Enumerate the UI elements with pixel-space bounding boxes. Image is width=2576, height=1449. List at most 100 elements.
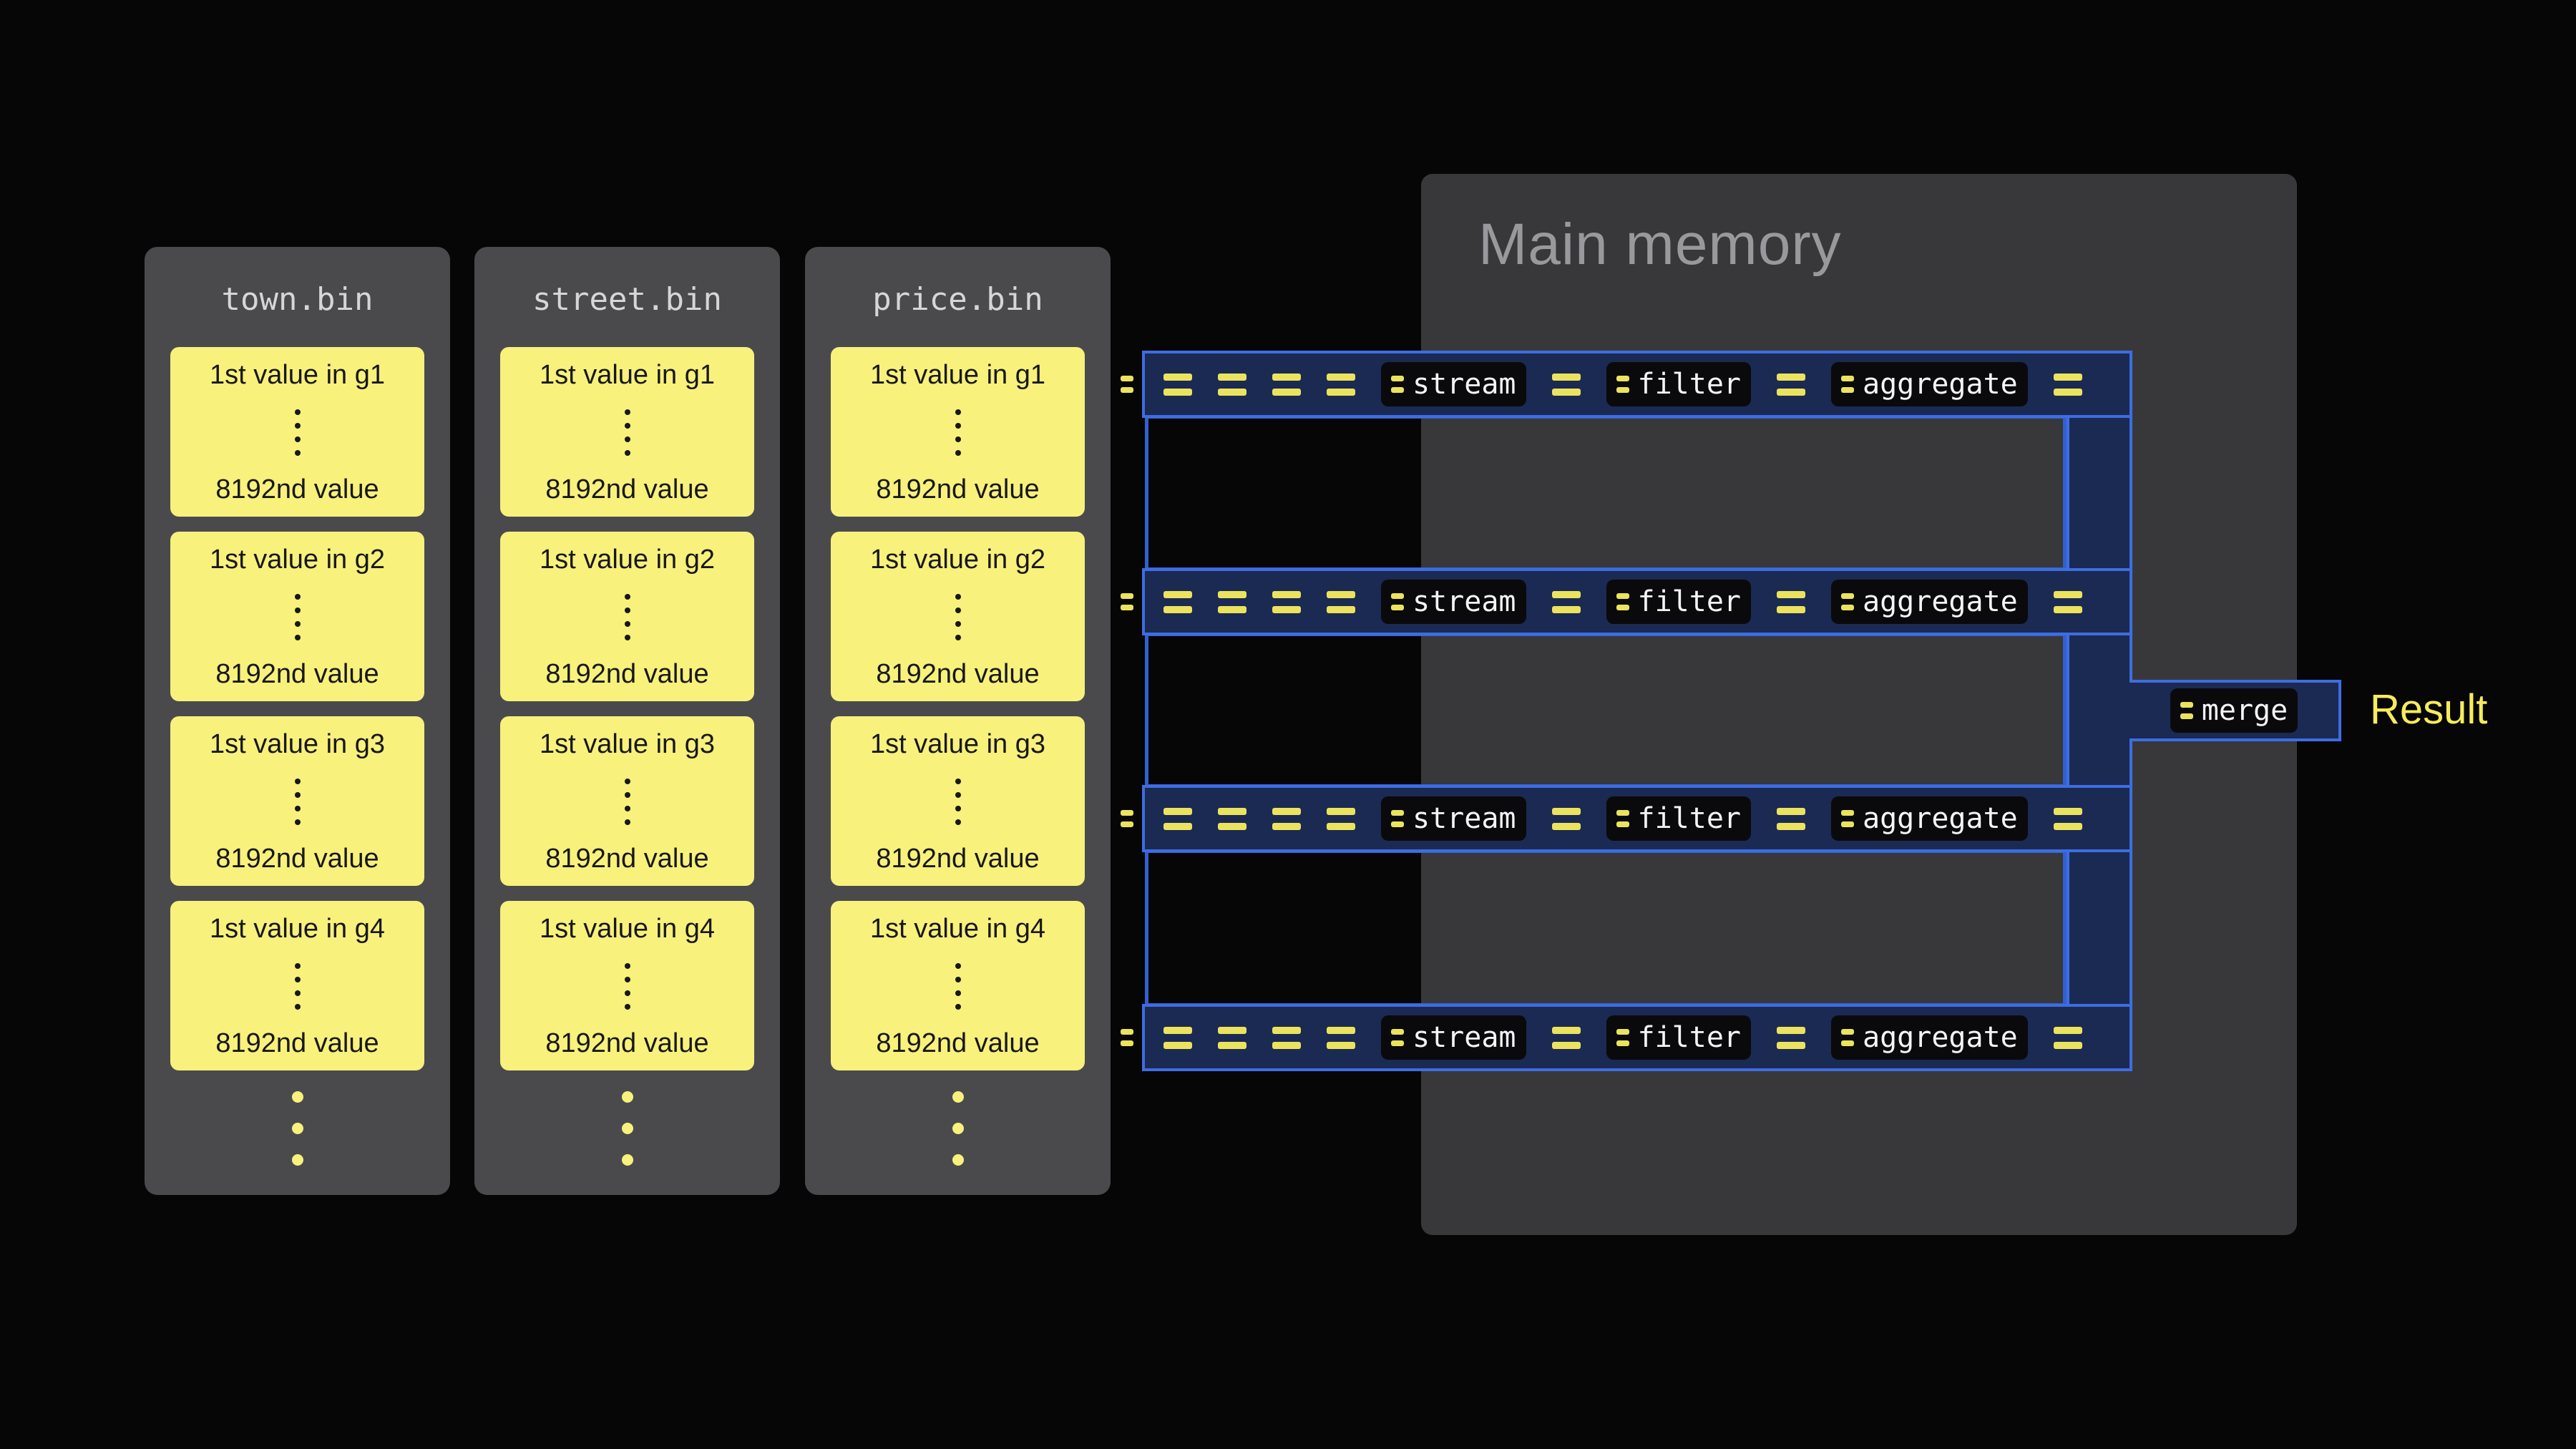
chunk-dash-icon [1327, 590, 1355, 613]
chunk-dash-icon [1121, 376, 1133, 393]
file-name: street.bin [532, 281, 722, 318]
chunk-dash-icon [1551, 590, 1581, 613]
group-first-value: 1st value in g1 [539, 360, 716, 390]
chunk-dash-icon [1272, 373, 1301, 396]
chunk-dash-icon [1551, 373, 1581, 396]
chunk-dash-icon [1121, 810, 1133, 827]
vertical-ellipsis-icon [624, 409, 630, 456]
chunk-dash-icon [2053, 590, 2082, 613]
group-box: 1st value in g4 8192nd value [500, 901, 754, 1070]
chunk-dash-icon [1218, 373, 1246, 396]
vertical-ellipsis-icon [955, 594, 961, 640]
group-list: 1st value in g1 8192nd value 1st value i… [500, 347, 754, 1070]
pipeline-lane-3: stream filter aggregate [1121, 785, 2132, 852]
group-last-value: 8192nd value [545, 844, 709, 874]
aggregate-stage-badge: aggregate [1831, 362, 2028, 406]
chunk-dash-icon [1841, 593, 1854, 610]
stage-label: aggregate [1863, 368, 2018, 401]
group-list: 1st value in g1 8192nd value 1st value i… [170, 347, 424, 1070]
stream-stage-badge: stream [1381, 796, 1526, 841]
group-box: 1st value in g1 8192nd value [500, 347, 754, 517]
chunk-dash-icon [1163, 1026, 1192, 1049]
group-box: 1st value in g1 8192nd value [831, 347, 1085, 517]
chunk-dash-icon [1391, 376, 1404, 393]
stage-label: aggregate [1863, 585, 2018, 618]
group-box: 1st value in g3 8192nd value [170, 716, 424, 886]
merge-connector: merge [2129, 680, 2341, 741]
vertical-ellipsis-icon [294, 779, 301, 825]
filter-stage-badge: filter [1606, 796, 1751, 841]
buffer-outline [1145, 415, 2067, 571]
aggregate-stage-badge: aggregate [1831, 580, 2028, 624]
chunk-dash-icon [1391, 1029, 1404, 1046]
group-box: 1st value in g3 8192nd value [831, 716, 1085, 886]
vertical-ellipsis-icon [955, 779, 961, 825]
group-last-value: 8192nd value [545, 474, 709, 504]
chunk-dash-icon [1616, 810, 1629, 827]
group-box: 1st value in g2 8192nd value [500, 532, 754, 701]
vertical-ellipsis-icon [624, 963, 630, 1010]
chunk-dash-icon [1327, 807, 1355, 830]
chunk-dash-icon [2053, 373, 2082, 396]
group-last-value: 8192nd value [545, 659, 709, 689]
file-card-street: street.bin 1st value in g1 8192nd value … [474, 247, 780, 1195]
stage-label: stream [1413, 585, 1516, 618]
group-last-value: 8192nd value [876, 659, 1040, 689]
vertical-ellipsis-icon [294, 409, 301, 456]
file-name: town.bin [221, 281, 374, 318]
chunk-dash-icon [1777, 1026, 1805, 1049]
vertical-ellipsis-icon [624, 594, 630, 640]
aggregate-stage-badge: aggregate [1831, 796, 2028, 841]
group-first-value: 1st value in g4 [539, 914, 716, 944]
group-first-value: 1st value in g4 [209, 914, 386, 944]
chunk-dash-icon [1616, 376, 1629, 393]
group-box: 1st value in g3 8192nd value [500, 716, 754, 886]
chunk-dash-icon [1163, 590, 1192, 613]
group-box: 1st value in g4 8192nd value [831, 901, 1085, 1070]
chunk-dash-icon [1163, 373, 1192, 396]
vertical-ellipsis-icon [294, 594, 301, 640]
stream-stage-badge: stream [1381, 362, 1526, 406]
chunk-dash-icon [1163, 807, 1192, 830]
filter-stage-badge: filter [1606, 580, 1751, 624]
group-box: 1st value in g2 8192nd value [831, 532, 1085, 701]
more-groups-ellipsis-icon [805, 1091, 1111, 1166]
chunk-dash-icon [1841, 1029, 1854, 1046]
stream-stage-badge: stream [1381, 580, 1526, 624]
filter-stage-badge: filter [1606, 1015, 1751, 1060]
chunk-dash-icon [1777, 590, 1805, 613]
group-box: 1st value in g2 8192nd value [170, 532, 424, 701]
chunk-dash-icon [1551, 807, 1581, 830]
chunk-dash-icon [2053, 1026, 2082, 1049]
chunk-dash-icon [2180, 702, 2193, 719]
stream-stage-badge: stream [1381, 1015, 1526, 1060]
collector-trunk [2067, 351, 2132, 1071]
group-last-value: 8192nd value [215, 474, 379, 504]
group-first-value: 1st value in g1 [209, 360, 386, 390]
group-list: 1st value in g1 8192nd value 1st value i… [831, 347, 1085, 1070]
chunk-dash-icon [1218, 590, 1246, 613]
stage-label: filter [1637, 1021, 1742, 1054]
pipeline-lane-4: stream filter aggregate [1121, 1004, 2132, 1071]
chunk-dash-icon [1272, 807, 1301, 830]
group-first-value: 1st value in g2 [209, 545, 386, 575]
stage-label: stream [1413, 368, 1516, 401]
vertical-ellipsis-icon [624, 779, 630, 825]
main-memory-title: Main memory [1478, 212, 1842, 277]
more-groups-ellipsis-icon [474, 1091, 780, 1166]
pipeline-lane-1: stream filter aggregate [1121, 351, 2132, 418]
stage-label: aggregate [1863, 1021, 2018, 1054]
chunk-dash-icon [1272, 590, 1301, 613]
vertical-ellipsis-icon [294, 963, 301, 1010]
stage-label: filter [1637, 368, 1742, 401]
group-last-value: 8192nd value [876, 1028, 1040, 1058]
chunk-dash-icon [1327, 1026, 1355, 1049]
group-last-value: 8192nd value [215, 659, 379, 689]
chunk-dash-icon [1121, 1029, 1133, 1046]
group-first-value: 1st value in g2 [539, 545, 716, 575]
chunk-dash-icon [1121, 593, 1133, 610]
group-first-value: 1st value in g3 [869, 729, 1046, 759]
chunk-dash-icon [1841, 810, 1854, 827]
chunk-dash-icon [1218, 1026, 1246, 1049]
chunk-dash-icon [1616, 1029, 1629, 1046]
